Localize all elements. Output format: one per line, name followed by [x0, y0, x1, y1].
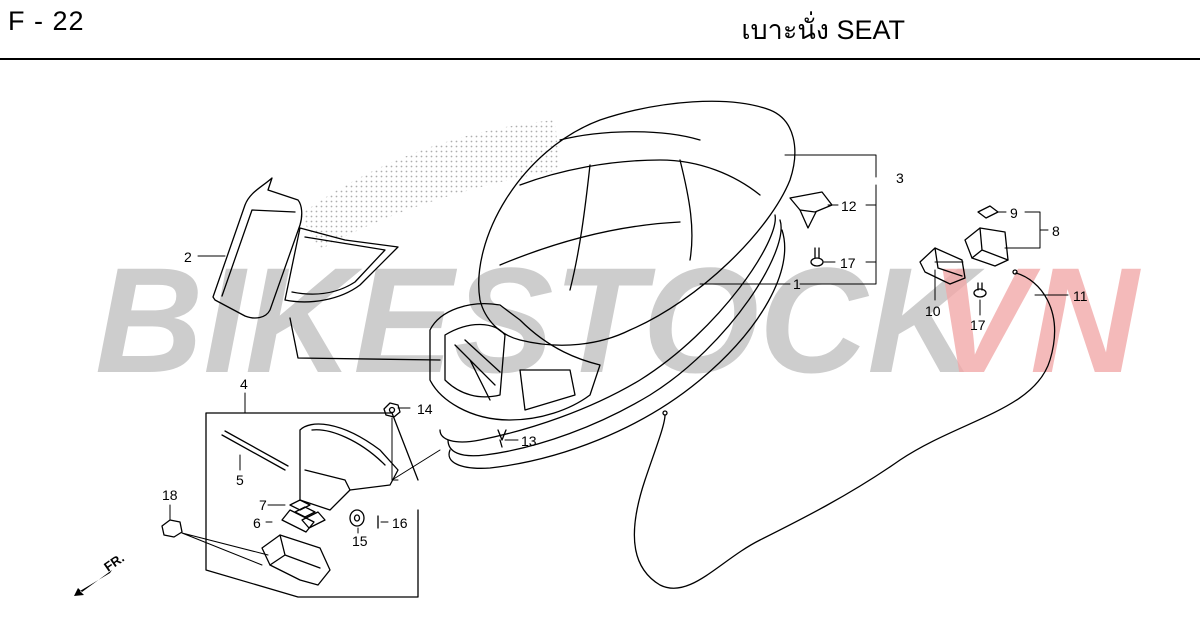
hinge-bracket: [299, 423, 399, 511]
part-13-screw: [497, 429, 507, 448]
part-11-seat-lock-cable: [633, 269, 1056, 589]
callout-10: 10: [925, 303, 941, 319]
callout-18: 18: [162, 487, 178, 503]
leader-lines: [169, 154, 1069, 566]
part-10-latch-cover: [919, 247, 966, 285]
callout-9: 9: [1010, 205, 1018, 221]
part-1-seat: [429, 100, 796, 469]
callout-4: 4: [240, 376, 248, 392]
callout-6: 6: [253, 515, 261, 531]
callout-14: 14: [417, 401, 433, 417]
part-2-seat-cover-panel: [212, 177, 441, 361]
callout-12: 12: [841, 198, 857, 214]
header-rule: [0, 58, 1200, 60]
part-17-bolt-lower: [973, 282, 987, 298]
callout-17-lower: 17: [970, 317, 986, 333]
part-6-collar: [281, 509, 326, 533]
part-9-screw: [977, 205, 999, 219]
part-4-hinge-group: [205, 412, 419, 598]
callout-15: 15: [352, 533, 368, 549]
part-8-seat-latch: [964, 227, 1009, 267]
part-7-spring: [289, 499, 316, 518]
front-direction-indicator: FR.: [74, 550, 127, 596]
callout-7: 7: [259, 497, 267, 513]
callout-13: 13: [521, 433, 537, 449]
hinge-base: [261, 534, 331, 586]
watermark: BIKESTOCK VN: [95, 236, 1141, 404]
watermark-text-left: BIKESTOCK: [95, 236, 985, 404]
front-direction-label: FR.: [101, 550, 127, 574]
part-18-bolt: [161, 519, 183, 538]
callout-labels: 1 2 3 4 5 6 7 8 9 10 11 12 13 14 15 16 1…: [162, 170, 1088, 549]
page-title: เบาะนั่ง SEAT: [741, 15, 905, 45]
callout-8: 8: [1052, 223, 1060, 239]
callout-1: 1: [793, 276, 801, 292]
callout-11: 11: [1073, 288, 1088, 304]
dotted-shading: [300, 120, 560, 250]
callout-3: 3: [896, 170, 904, 186]
callout-16: 16: [392, 515, 408, 531]
watermark-text-right: VN: [930, 236, 1141, 404]
part-14-nut: [383, 402, 401, 418]
callout-2: 2: [184, 249, 192, 265]
part-5-hinge-rod: [221, 430, 289, 471]
part-12-seat-hook: [789, 191, 833, 229]
part-15-washer: [349, 509, 365, 527]
callout-17-upper: 17: [840, 255, 856, 271]
callout-5: 5: [236, 472, 244, 488]
part-17-bolt-upper: [810, 247, 824, 267]
page-code: F - 22: [8, 6, 85, 36]
